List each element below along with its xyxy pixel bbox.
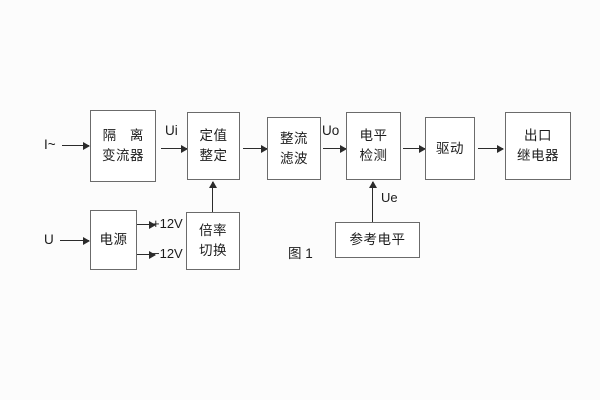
arrow-drive-to-output-relay (478, 148, 503, 150)
arrow-multiplier-to-setting (212, 182, 214, 212)
arrow-voltage-to-power-supply (60, 240, 89, 242)
block-isolation-transformer-line-1: 隔 离 (102, 128, 149, 144)
signal-label-uo: Uo (322, 123, 340, 138)
block-drive[interactable]: 驱动 (425, 117, 475, 180)
block-setting-adjustment-line-1: 定值 (199, 128, 228, 144)
figure-caption: 图 1 (288, 246, 313, 261)
block-multiplier-switch-line-1: 倍率 (199, 223, 227, 239)
arrow-rail-pos-12v (137, 224, 155, 226)
block-rectify-filter-line-2: 滤波 (280, 150, 308, 166)
block-isolation-transformer-line-2: 变流器 (102, 148, 144, 163)
rail-label-pos-12v: +12V (152, 216, 183, 231)
signal-label-ue: Ue (381, 190, 398, 205)
arrow-reference-to-level-detection (372, 182, 374, 204)
signal-label-ui: Ui (165, 123, 178, 138)
block-level-detection-line-2: 检测 (359, 148, 388, 163)
arrow-current-to-isolation (62, 145, 89, 147)
rail-label-neg-12v: −12V (152, 246, 183, 261)
input-label-voltage: U (44, 232, 54, 247)
block-reference-level-line-1: 参考电平 (349, 232, 406, 248)
block-setting-adjustment[interactable]: 定值 整定 (187, 112, 240, 180)
block-power-supply-line-1: 电源 (99, 232, 128, 248)
block-output-relay[interactable]: 出口 继电器 (505, 112, 571, 180)
block-multiplier-switch[interactable]: 倍率 切换 (186, 212, 240, 270)
block-rectify-filter-line-1: 整流 (280, 130, 308, 146)
arrow-rectify-to-level-detection (323, 148, 346, 150)
block-isolation-transformer[interactable]: 隔 离 变流器 (90, 110, 156, 182)
block-setting-adjustment-line-2: 整定 (199, 148, 228, 163)
arrow-setting-to-rectify (243, 148, 267, 150)
block-output-relay-line-1: 出口 (524, 128, 552, 144)
block-output-relay-line-2: 继电器 (517, 148, 559, 163)
block-multiplier-switch-line-2: 切换 (199, 243, 227, 258)
arrow-rail-neg-12v (137, 254, 155, 256)
block-power-supply[interactable]: 电源 (90, 210, 137, 270)
block-level-detection[interactable]: 电平 检测 (346, 112, 401, 180)
arrow-isolation-to-setting (161, 148, 187, 150)
block-rectify-filter[interactable]: 整流 滤波 (267, 117, 321, 180)
line-reference-level-stem (372, 204, 374, 222)
input-label-current: I~ (44, 137, 56, 152)
arrow-level-detection-to-drive (403, 148, 425, 150)
block-reference-level[interactable]: 参考电平 (335, 222, 420, 258)
block-drive-line-1: 驱动 (436, 140, 464, 156)
block-level-detection-line-1: 电平 (359, 128, 388, 144)
